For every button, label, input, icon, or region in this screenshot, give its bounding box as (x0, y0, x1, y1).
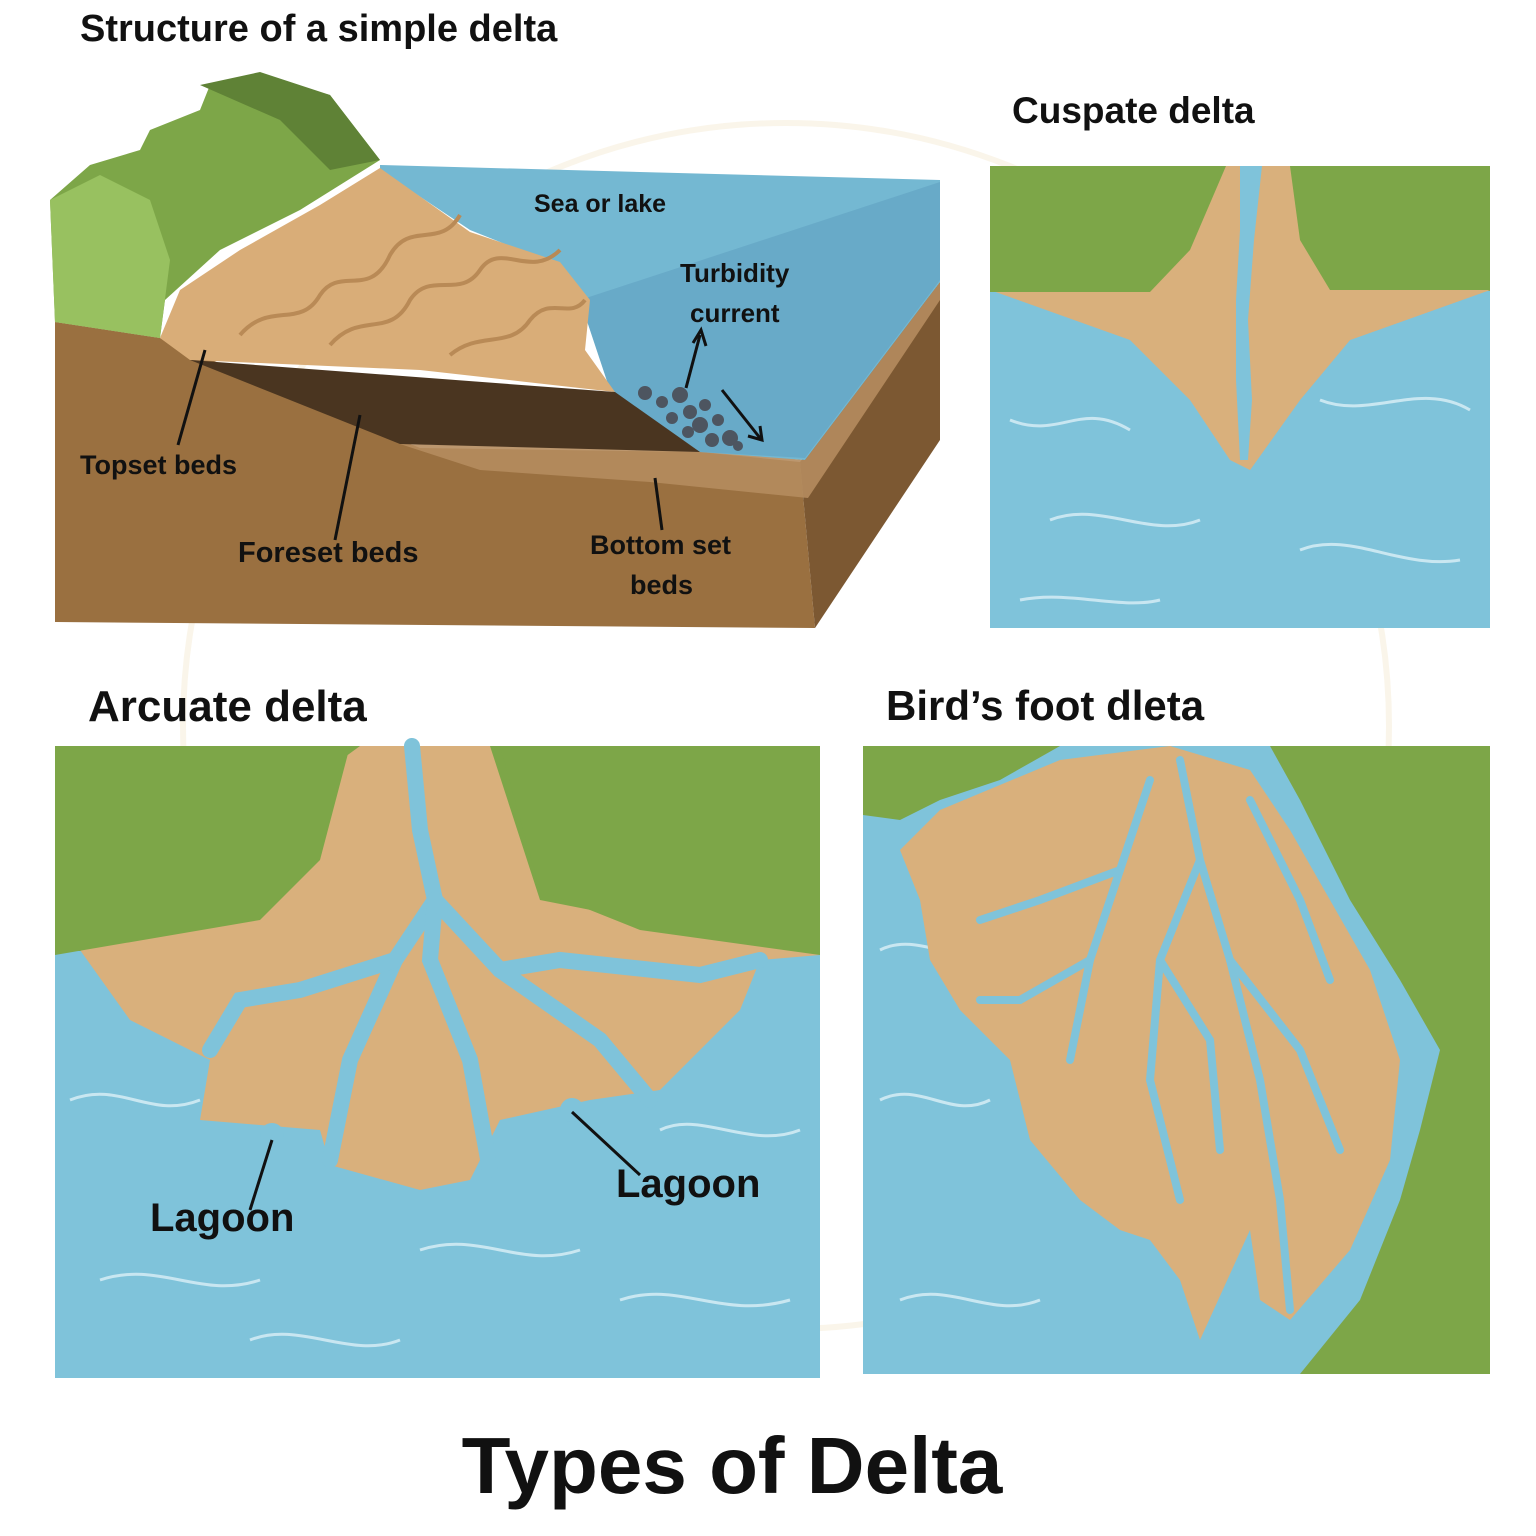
sea-label: Sea or lake (534, 190, 667, 218)
bottomset-label-1: Bottom set (590, 530, 731, 560)
lagoon-label-right: Lagoon (616, 1162, 761, 1206)
bottomset-label-2: beds (630, 570, 694, 600)
foreset-label: Foreset beds (238, 537, 419, 569)
arcuate-title: Arcuate delta (88, 682, 367, 731)
main-title: Types of Delta (461, 1421, 1003, 1510)
birdsfoot-title: Bird’s foot dleta (886, 682, 1205, 729)
topset-label: Topset beds (80, 450, 238, 480)
lagoon-label-left: Lagoon (150, 1196, 295, 1240)
simple-delta-title: Structure of a simple delta (80, 8, 558, 50)
cuspate-title: Cuspate delta (1012, 90, 1255, 131)
turbidity-label-2: current (690, 298, 780, 328)
turbidity-label-1: Turbidity (680, 258, 790, 288)
